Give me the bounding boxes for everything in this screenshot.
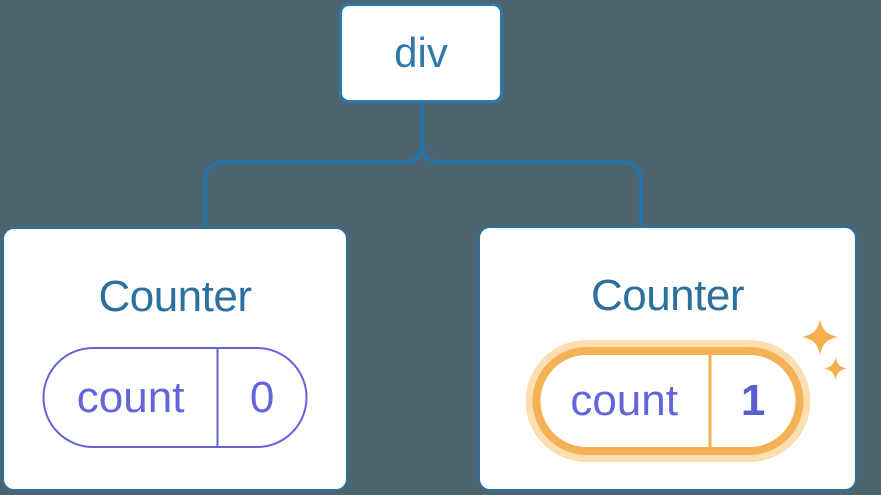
connector-right-branch bbox=[420, 104, 643, 228]
state-value: 1 bbox=[740, 376, 766, 425]
sparkle-small-icon bbox=[824, 357, 847, 380]
root-node: div bbox=[339, 3, 503, 103]
state-pill: count 1 bbox=[532, 347, 803, 455]
state-pill: count 0 bbox=[42, 347, 308, 448]
component-title: Counter bbox=[98, 272, 252, 321]
component-card-counter-right: Counter count 1 bbox=[478, 226, 857, 491]
state-key: count bbox=[45, 349, 219, 446]
state-key: count bbox=[540, 355, 712, 447]
component-card-counter-left: Counter count 0 bbox=[2, 227, 348, 491]
state-value: 0 bbox=[249, 372, 275, 422]
connector-left-branch bbox=[203, 104, 424, 229]
root-node-label: div bbox=[394, 29, 448, 76]
sparkle-large-icon bbox=[802, 319, 838, 355]
component-title: Counter bbox=[590, 271, 745, 320]
